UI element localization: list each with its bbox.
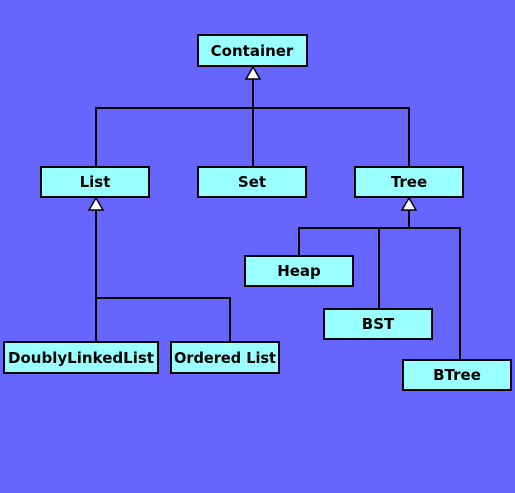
- node-box-doublylinkedlist: [3, 341, 159, 374]
- node-label-orderedlist: Ordered List: [174, 349, 276, 367]
- node-container[interactable]: Container: [197, 34, 308, 67]
- node-tree[interactable]: Tree: [354, 166, 464, 198]
- node-box-orderedlist: [170, 341, 280, 374]
- node-box-container: [197, 34, 308, 67]
- edge-orderedlist-to-list: [96, 297, 231, 342]
- node-box-tree: [354, 166, 464, 198]
- node-label-tree: Tree: [391, 173, 427, 191]
- edges-list: [87, 196, 231, 342]
- node-box-bst: [323, 308, 433, 340]
- inheritance-arrowhead-tree: [400, 196, 418, 211]
- node-label-container: Container: [211, 42, 294, 60]
- node-label-btree: BTree: [433, 366, 481, 384]
- node-box-set: [197, 166, 307, 198]
- node-doublylinkedlist[interactable]: DoublyLinkedList: [3, 341, 159, 374]
- edge-tree-to-container: [253, 107, 410, 167]
- node-label-bst: BST: [362, 315, 395, 333]
- node-set[interactable]: Set: [197, 166, 307, 198]
- node-box-list: [40, 166, 150, 198]
- edges-tree: [298, 196, 461, 360]
- node-orderedlist[interactable]: Ordered List: [170, 341, 280, 374]
- node-box-heap: [244, 255, 354, 287]
- inheritance-arrowhead-container: [244, 65, 262, 80]
- inheritance-arrowhead-list: [87, 196, 105, 211]
- node-label-set: Set: [238, 173, 266, 191]
- node-heap[interactable]: Heap: [244, 255, 354, 287]
- edge-list-to-container: [95, 107, 253, 167]
- node-label-doublylinkedlist: DoublyLinkedList: [8, 349, 154, 367]
- node-list[interactable]: List: [40, 166, 150, 198]
- node-label-heap: Heap: [277, 262, 321, 280]
- node-bst[interactable]: BST: [323, 308, 433, 340]
- edges-container: [95, 65, 410, 167]
- node-label-list: List: [80, 173, 111, 191]
- node-box-btree: [402, 359, 512, 391]
- node-btree[interactable]: BTree: [402, 359, 512, 391]
